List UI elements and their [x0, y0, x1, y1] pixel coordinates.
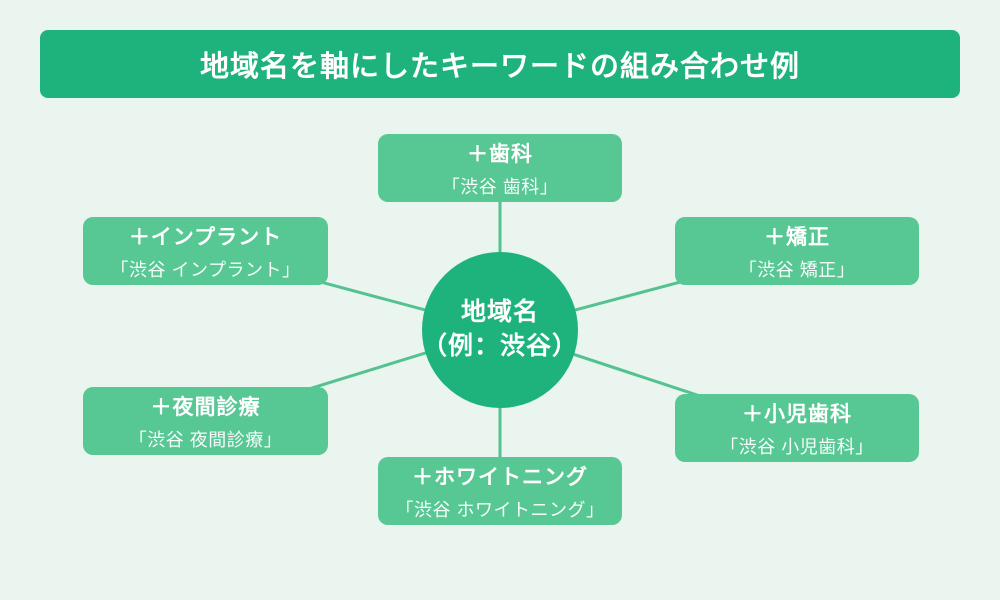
keyword-node-pediatric: ＋小児歯科 「渋谷 小児歯科」 [675, 394, 919, 462]
keyword-example: 「渋谷 歯科」 [441, 176, 559, 197]
center-node-example: （例：渋谷） [422, 332, 579, 360]
keyword-node-ortho: ＋矯正 「渋谷 矯正」 [675, 217, 919, 285]
keyword-example: 「渋谷 ホワイトニング」 [395, 499, 605, 520]
keyword-node-implant: ＋インプラント 「渋谷 インプラント」 [83, 217, 328, 285]
keyword-node-dental: ＋歯科 「渋谷 歯科」 [378, 134, 622, 202]
title-banner: 地域名を軸にしたキーワードの組み合わせ例 [40, 30, 960, 98]
keyword-label: ＋インプラント [128, 225, 283, 249]
keyword-label: ＋矯正 [764, 225, 830, 249]
keyword-example: 「渋谷 インプラント」 [110, 259, 301, 280]
keyword-label: ＋夜間診療 [150, 395, 261, 419]
keyword-node-whitening: ＋ホワイトニング 「渋谷 ホワイトニング」 [378, 457, 622, 525]
keyword-example: 「渋谷 夜間診療」 [128, 429, 283, 450]
center-node-label: 地域名 [460, 298, 539, 327]
keyword-label: ＋ホワイトニング [412, 465, 588, 489]
keyword-label: ＋歯科 [467, 142, 533, 166]
keyword-example: 「渋谷 矯正」 [738, 259, 856, 280]
keyword-example: 「渋谷 小児歯科」 [720, 436, 874, 457]
center-node: 地域名 （例：渋谷） [422, 252, 578, 408]
page-title: 地域名を軸にしたキーワードの組み合わせ例 [199, 51, 800, 83]
keyword-label: ＋小児歯科 [742, 402, 852, 426]
keyword-node-night-care: ＋夜間診療 「渋谷 夜間診療」 [83, 387, 328, 455]
